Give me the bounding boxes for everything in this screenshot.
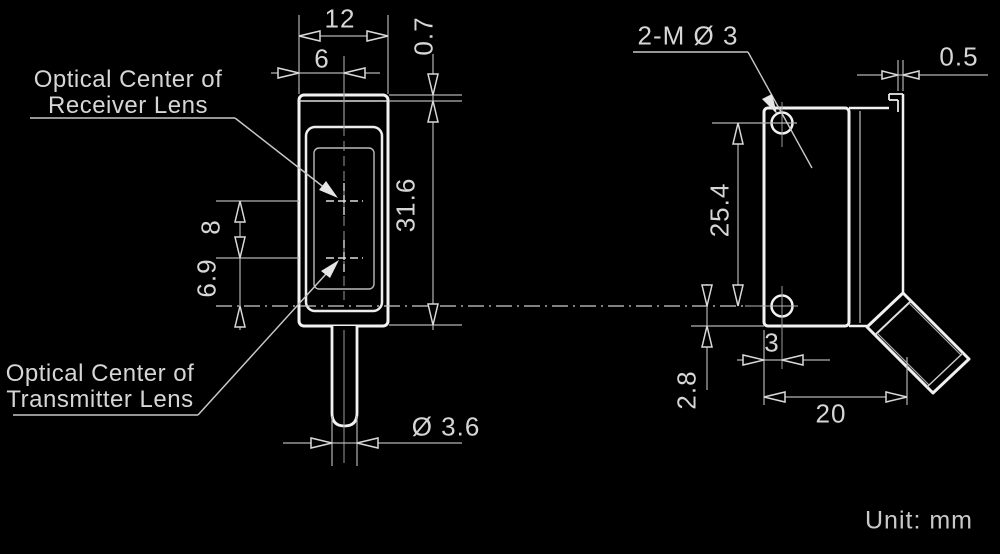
transmitter-center-cross: [326, 240, 363, 276]
dim-text-front-height: 31.6: [390, 177, 421, 233]
transmitter-lens-label-line2: Transmitter Lens: [6, 386, 194, 413]
dimension-arrowheads: [234, 30, 920, 449]
dim-text-lens-spacing: 8: [195, 219, 226, 235]
side-view: [712, 93, 971, 395]
front-view: [297, 56, 390, 463]
receiver-lens-label-line1: Optical Center of: [33, 66, 223, 93]
transmitter-leader: [13, 262, 337, 416]
dim-text-top-lip: 0.7: [408, 16, 439, 56]
side-cable: [865, 291, 971, 395]
dim-text-hole-front-edge: 3: [764, 327, 780, 358]
dim-text-front-half-width: 6: [314, 43, 330, 74]
receiver-lens-label: Optical Center of Receiver Lens: [34, 67, 223, 119]
dim-text-hole-bottom: 2.8: [671, 370, 702, 410]
receiver-leader: [30, 117, 336, 197]
mounting-holes-label: 2-M Ø 3: [637, 20, 739, 51]
transmitter-lens-label: Optical Center of Transmitter Lens: [6, 361, 195, 413]
dim-front-height: [389, 54, 462, 330]
side-body: [762, 106, 851, 328]
dim-text-transmitter-axis: 6.9: [191, 258, 222, 298]
unit-note: Unit: mm: [865, 506, 973, 535]
dim-text-cable-diameter: Ø 3.6: [411, 411, 481, 442]
mounting-hole-leader: [633, 51, 813, 169]
dim-lens-centers: [216, 200, 299, 330]
dim-text-front-lip: 0.5: [939, 41, 979, 72]
receiver-center-cross: [326, 183, 363, 219]
receiver-lens-label-line2: Receiver Lens: [48, 92, 208, 119]
dim-text-hole-pitch: 25.4: [704, 182, 735, 238]
side-front-lip: [888, 93, 903, 112]
leader-arrowheads: [319, 94, 777, 278]
dim-text-front-width: 12: [324, 3, 356, 34]
transmitter-lens-label-line1: Optical Center of: [5, 360, 195, 387]
dim-text-depth: 20: [815, 398, 847, 429]
